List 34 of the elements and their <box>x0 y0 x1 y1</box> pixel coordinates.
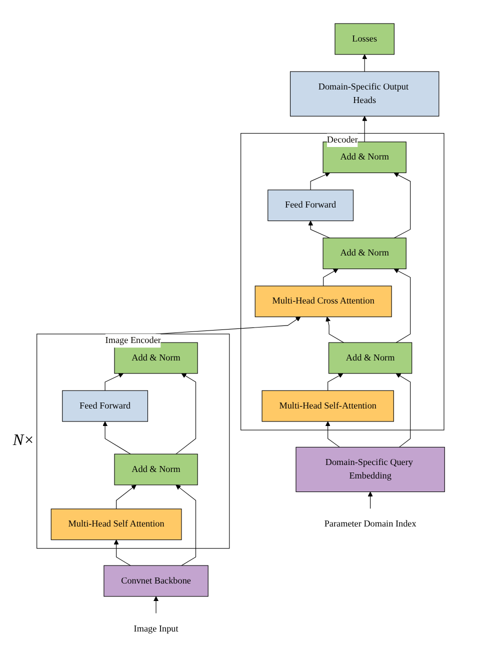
arrow <box>102 420 131 454</box>
node-text: Parameter Domain Index <box>324 518 416 528</box>
repeat-count-label: N× <box>12 432 34 450</box>
arrow <box>104 372 124 390</box>
arrow <box>328 372 344 390</box>
node-box: Domain-Specific Output Heads <box>290 70 440 116</box>
node-text: Image Input <box>134 623 178 634</box>
node-box: Convnet Backbone <box>104 564 208 596</box>
arrow <box>368 491 373 509</box>
arrow <box>362 54 368 72</box>
arrow <box>154 596 159 614</box>
node-box: Add & Norm <box>114 453 198 485</box>
arrow <box>308 220 330 238</box>
arrow <box>176 484 196 566</box>
node-box: Multi-Head Cross Attention <box>254 285 392 317</box>
node-box: Domain-Specific Query Embedding <box>296 446 445 492</box>
arrow <box>394 268 411 342</box>
arrow <box>326 316 344 342</box>
node-box: Losses <box>334 22 394 54</box>
arrow <box>396 372 411 447</box>
arrow <box>325 420 340 447</box>
node-box: Add & Norm <box>328 342 412 374</box>
node-box: Multi-Head Self Attention <box>50 508 182 540</box>
node-box: Feed Forward <box>62 390 148 422</box>
arrow <box>394 172 411 238</box>
node-box: Multi-Head Self-Attention <box>262 390 394 422</box>
arrow <box>176 372 196 454</box>
arrow <box>310 172 330 190</box>
node-box: Add & Norm <box>322 237 406 269</box>
arrow <box>362 115 368 142</box>
arrow <box>323 268 338 286</box>
node-box: Feed Forward <box>268 189 354 221</box>
arrow <box>116 484 136 509</box>
arrow <box>114 539 131 566</box>
